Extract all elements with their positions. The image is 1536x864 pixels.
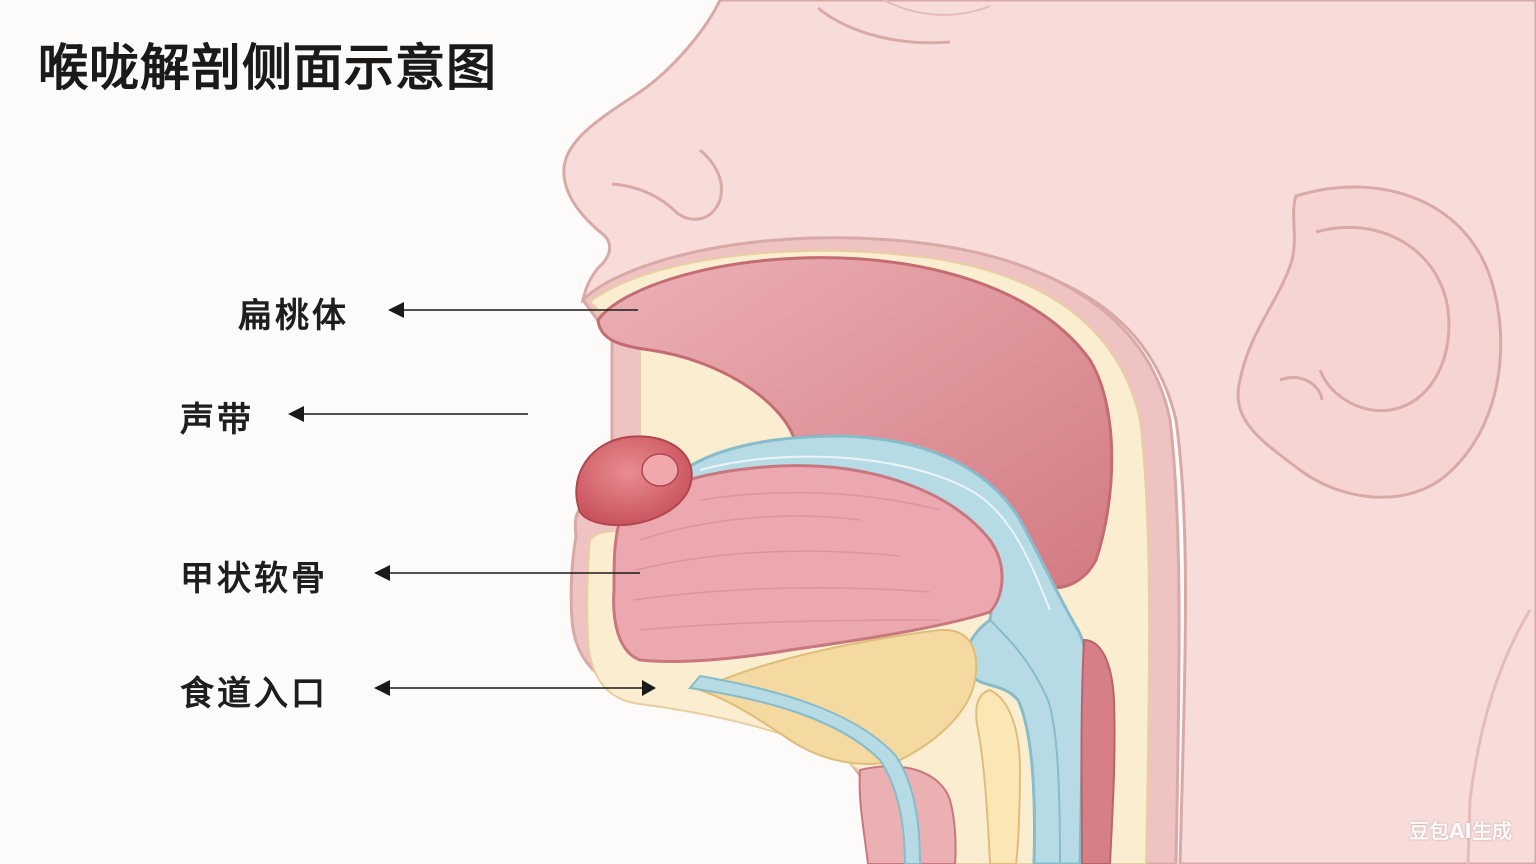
eye-crease [817, 6, 951, 45]
label-vocal-cords: 声带 [180, 400, 254, 440]
larynx-fat-tissue [697, 628, 978, 765]
oral-cavity [596, 256, 1114, 590]
nostril [611, 148, 723, 221]
leader-arrow-esophagus-entrance [374, 680, 656, 696]
leader-arrow-thyroid-cartilage [374, 565, 640, 581]
leader-arrow-vocal-cords [288, 406, 528, 422]
tongue-texture [633, 491, 941, 631]
label-esophagus-entrance: 食道入口 [180, 674, 328, 714]
label-tonsil: 扁桃体 [238, 296, 349, 336]
ear [1236, 185, 1503, 499]
ai-generated-watermark: 豆包AI生成 [1409, 819, 1512, 843]
pharyngeal-muscle [1080, 638, 1116, 864]
tongue [612, 464, 1004, 664]
label-thyroid-cartilage: 甲状软骨 [180, 559, 328, 599]
leader-arrow-tonsil [388, 302, 638, 318]
page-title: 喉咙解剖侧面示意图 [38, 38, 497, 97]
esophagus-lumen [975, 688, 1022, 864]
